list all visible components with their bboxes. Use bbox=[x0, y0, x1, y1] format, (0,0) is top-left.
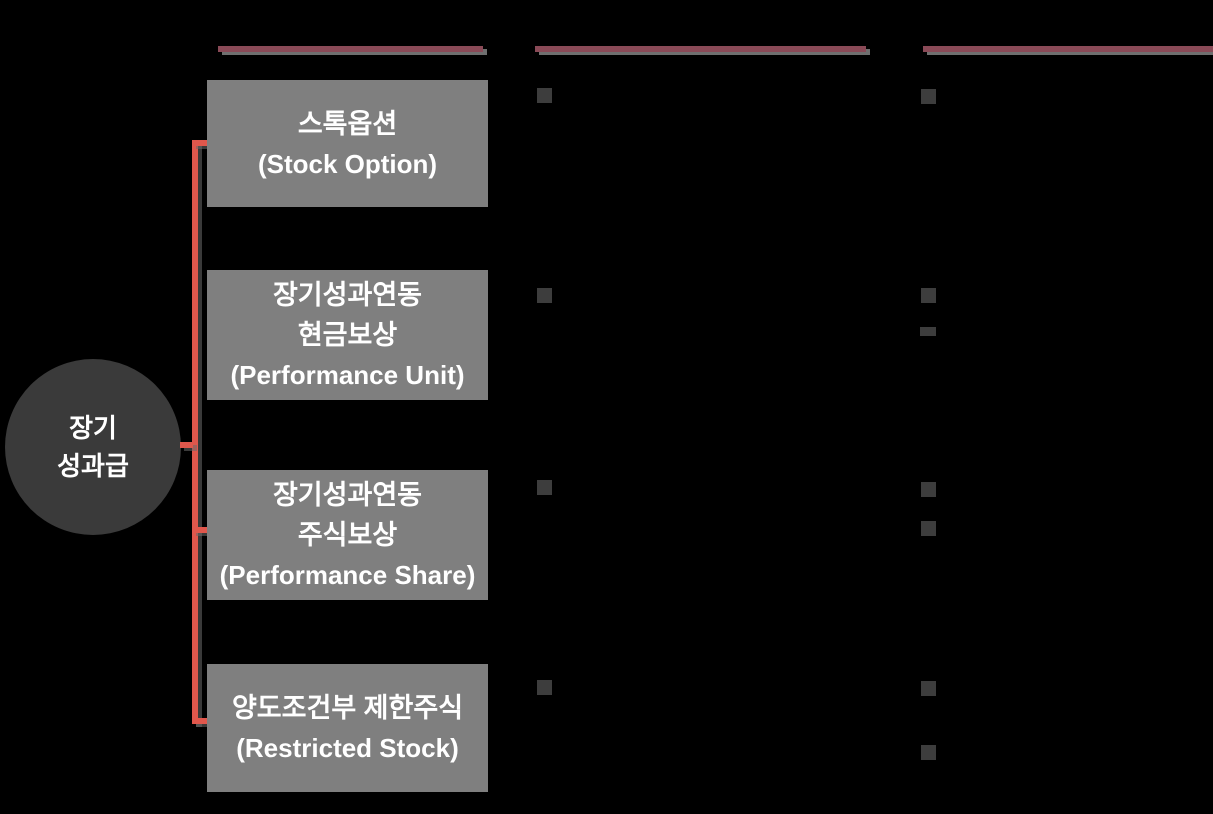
square-bullet-icon bbox=[921, 745, 936, 760]
root-label-line1: 장기 bbox=[69, 413, 117, 443]
branch-label-en: (Performance Share) bbox=[219, 560, 476, 590]
square-bullet-icon bbox=[537, 288, 552, 303]
square-bullet-icon bbox=[921, 89, 936, 104]
branch-box-performance-share: 장기성과연동 주식보상 (Performance Share) bbox=[207, 470, 488, 600]
branch-label-ko2: 주식보상 bbox=[297, 520, 398, 550]
branch-label-ko: 장기성과연동 bbox=[272, 480, 423, 510]
square-bullet-icon bbox=[537, 88, 552, 103]
branch-label-ko: 양도조건부 제한주식 bbox=[231, 693, 464, 723]
root-label-line2: 성과급 bbox=[57, 451, 129, 481]
square-bullet-icon bbox=[921, 288, 936, 303]
branch-box-restricted-stock: 양도조건부 제한주식 (Restricted Stock) bbox=[207, 664, 488, 792]
header-line-middle-column bbox=[535, 46, 866, 52]
connector-stub-stock-option bbox=[192, 140, 207, 146]
branch-label-en: (Restricted Stock) bbox=[236, 733, 459, 763]
dash-bullet-icon bbox=[920, 327, 936, 336]
branch-label-en: (Performance Unit) bbox=[230, 360, 465, 390]
root-node-circle: 장기 성과급 bbox=[5, 359, 181, 535]
branch-label-ko: 장기성과연동 bbox=[272, 280, 423, 310]
branch-label-ko2: 현금보상 bbox=[297, 320, 398, 350]
connector-trunk-line bbox=[192, 140, 198, 724]
branch-label-en: (Stock Option) bbox=[257, 148, 438, 179]
square-bullet-icon bbox=[537, 680, 552, 695]
square-bullet-icon bbox=[921, 521, 936, 536]
header-line-labels-column bbox=[218, 46, 483, 52]
square-bullet-icon bbox=[921, 482, 936, 497]
connector-stub-restricted-stock bbox=[192, 718, 207, 724]
square-bullet-icon bbox=[537, 480, 552, 495]
branch-box-performance-unit: 장기성과연동 현금보상 (Performance Unit) bbox=[207, 270, 488, 400]
branch-box-stock-option: 스톡옵션 (Stock Option) bbox=[207, 80, 488, 207]
connector-stub-performance-share bbox=[192, 527, 207, 533]
connector-stub-root-circle bbox=[180, 442, 193, 448]
header-line-right-column bbox=[923, 46, 1213, 52]
branch-label-ko: 스톡옵션 bbox=[297, 108, 398, 139]
square-bullet-icon bbox=[921, 681, 936, 696]
